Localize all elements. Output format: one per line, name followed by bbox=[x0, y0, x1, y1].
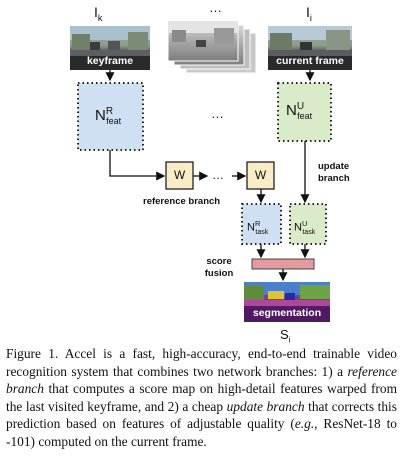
ref-task-sub: task bbox=[255, 228, 269, 236]
caption-part-7: ResNet-18 to -101) computed on the curre… bbox=[6, 416, 397, 449]
ref-task-sup: R bbox=[254, 219, 261, 228]
caption-update-branch: update branch bbox=[226, 398, 305, 414]
update-branch-line2: branch bbox=[318, 173, 350, 184]
reference-task-network bbox=[241, 203, 282, 245]
keyframe-label: keyframe bbox=[86, 55, 134, 67]
reference-feature-label: NRfeat bbox=[95, 106, 128, 126]
diagram bbox=[70, 20, 352, 322]
score-fusion-line2: fusion bbox=[204, 268, 234, 279]
output-symbol: Si bbox=[280, 327, 290, 345]
keyframe-photo bbox=[70, 26, 150, 70]
reference-feature-network bbox=[77, 82, 144, 151]
upd-task-sup: U bbox=[301, 219, 308, 228]
warp-label-1: W bbox=[173, 168, 186, 182]
current-frame-symbol: Ii bbox=[306, 4, 312, 23]
chain-ellipsis: … bbox=[212, 168, 224, 182]
segmentation-label: segmentation bbox=[252, 307, 322, 319]
segmentation-output-image bbox=[244, 282, 330, 322]
caption-part-3: that computes a score map on high-detail… bbox=[6, 381, 397, 414]
caption-reference-branch: reference branch bbox=[6, 363, 397, 397]
reference-branch-label: reference branch bbox=[143, 196, 221, 207]
upd-task-main: N bbox=[294, 221, 302, 234]
middle-ellipsis: … bbox=[211, 106, 224, 121]
keyframe-symbol: Ik bbox=[94, 4, 102, 23]
warp-box-1 bbox=[165, 161, 194, 190]
upd-feat-sub: feat bbox=[297, 111, 313, 121]
caption-eg: e.g., bbox=[294, 416, 318, 432]
current-frame-label: current frame bbox=[276, 55, 344, 67]
ref-task-main: N bbox=[247, 221, 255, 234]
update-feature-network bbox=[277, 82, 332, 142]
top-ellipsis: … bbox=[209, 0, 222, 15]
ref-feat-sub: feat bbox=[106, 116, 122, 126]
output-symbol-sub: i bbox=[288, 335, 291, 345]
keyframe-symbol-main: I bbox=[94, 4, 98, 20]
warp-label-2: W bbox=[254, 168, 267, 182]
update-branch-label: update branch bbox=[318, 161, 350, 185]
upd-feat-sup: U bbox=[296, 101, 305, 112]
intermediate-frames bbox=[167, 20, 257, 74]
reference-task-label: NRtask bbox=[247, 219, 273, 236]
current-symbol-main: I bbox=[306, 4, 310, 20]
figure-caption: Figure 1. Accel is a fast, high-accuracy… bbox=[6, 345, 397, 451]
update-task-network bbox=[289, 203, 327, 245]
keyframe-symbol-sub: k bbox=[97, 12, 103, 23]
score-fusion-bar bbox=[251, 258, 315, 270]
current-frame-photo bbox=[268, 26, 352, 70]
upd-feat-main: N bbox=[286, 102, 297, 119]
ref-feat-sup: R bbox=[105, 106, 114, 117]
caption-part-5: that corrects this prediction based on f… bbox=[6, 398, 397, 432]
current-symbol-sub: i bbox=[309, 12, 312, 23]
score-fusion-line1: score bbox=[206, 256, 232, 267]
ref-feat-main: N bbox=[95, 107, 106, 124]
score-fusion-label: score fusion bbox=[197, 256, 241, 280]
update-feature-label: NUfeat bbox=[286, 101, 319, 121]
update-task-label: NUtask bbox=[294, 219, 320, 236]
warp-box-2 bbox=[246, 161, 275, 190]
caption-part-1: Figure 1. Accel is a fast, high-accuracy… bbox=[6, 346, 397, 379]
upd-task-sub: task bbox=[302, 228, 316, 236]
output-symbol-main: S bbox=[280, 327, 289, 342]
update-branch-line1: update bbox=[318, 161, 350, 172]
